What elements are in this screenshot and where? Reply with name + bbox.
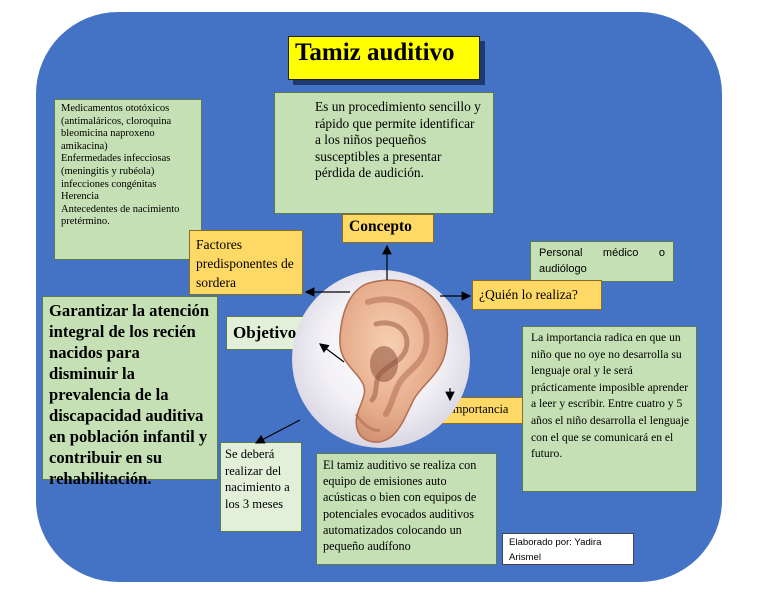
factores-item: Herencia <box>61 191 99 203</box>
arrow-to-objetivo <box>319 343 345 363</box>
page-title: Tamiz auditivo <box>288 36 480 80</box>
factores-item: infecciones congénitas <box>61 178 157 190</box>
factores-list-box: Medicamentos ototóxicos (antimaláricos, … <box>54 99 202 260</box>
factores-item: bleomicina naproxeno <box>61 128 155 140</box>
factores-item: (antimaláricos, cloroquina <box>61 115 172 127</box>
importancia-text-box: La importancia radica en que un niño que… <box>522 326 697 492</box>
como-text-box: El tamiz auditivo se realiza con equipo … <box>316 453 497 565</box>
quien-text-box: Personal médico o audiólogo <box>530 241 674 282</box>
factores-item: pretérmino. <box>61 216 110 228</box>
factores-item: amikacina) <box>61 140 108 152</box>
author-credit: Elaborado por: Yadira Arismel <box>502 533 634 565</box>
factores-item: Medicamentos ototóxicos <box>61 103 170 114</box>
factores-item: Enfermedades infecciosas <box>61 153 171 165</box>
objetivo-text-box: Garantizar la atención integral de los r… <box>42 296 218 488</box>
cuando-text-box: Se deberá realizar del nacimiento a los … <box>220 442 302 532</box>
arrow-to-cuando <box>254 419 301 444</box>
factores-item: Antecedentes de nacimiento <box>61 203 180 215</box>
factores-item: (meningitis y rubéola) <box>61 165 155 177</box>
ear-illustration-icon <box>339 279 449 443</box>
quien-label: ¿Quién lo realiza? <box>472 280 602 310</box>
factores-label: Factores predisponentes de sordera <box>189 230 303 295</box>
concepto-definition-box: Es un procedimiento sencillo y rápido qu… <box>274 92 494 214</box>
concepto-label: Concepto <box>342 214 434 243</box>
